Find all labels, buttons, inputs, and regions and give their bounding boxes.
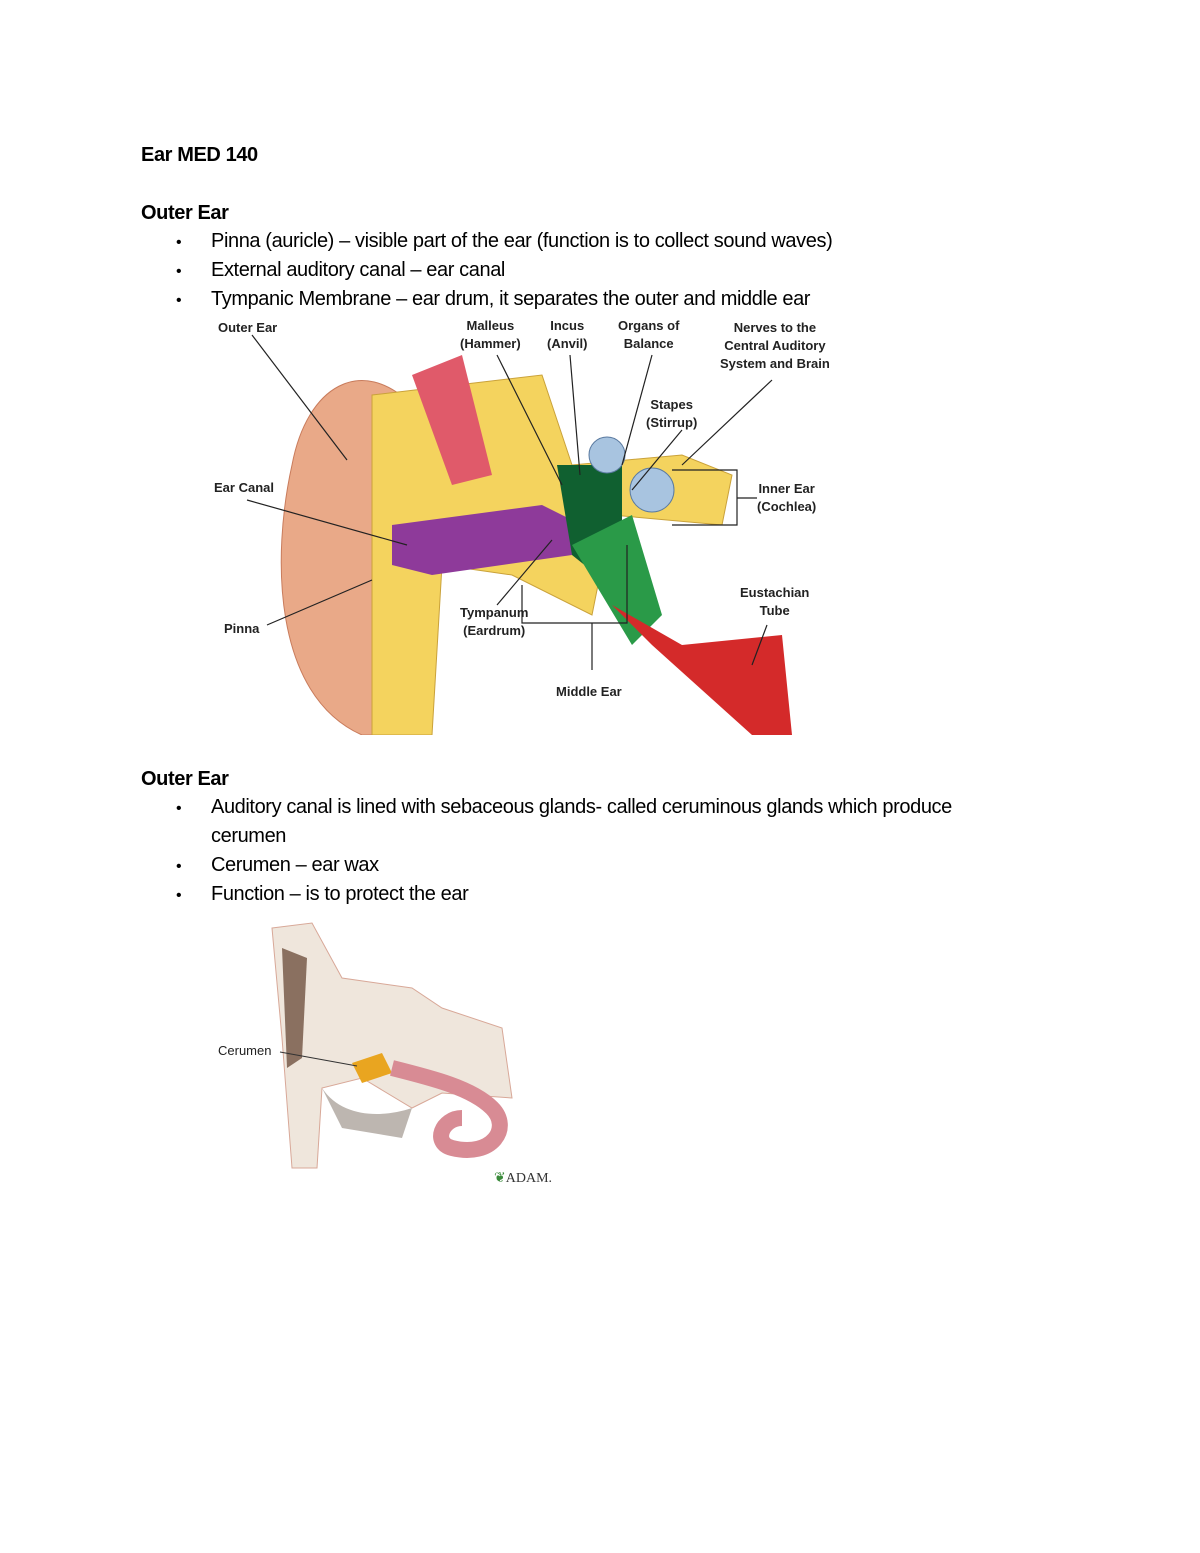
bullet-text-continued: cerumen bbox=[211, 825, 287, 847]
label-tympanum: Tympanum (Eardrum) bbox=[460, 604, 528, 640]
label-stapes: Stapes (Stirrup) bbox=[646, 396, 697, 432]
label-line: Eustachian bbox=[740, 585, 810, 600]
bullet-icon: • bbox=[176, 858, 182, 875]
document-title: Ear MED 140 bbox=[141, 144, 258, 166]
label-line: Central Auditory bbox=[724, 338, 826, 353]
label-incus: Incus (Anvil) bbox=[547, 317, 587, 353]
label-line: Stapes bbox=[650, 397, 693, 412]
section-heading: Outer Ear bbox=[141, 768, 229, 790]
label-outer-ear: Outer Ear bbox=[218, 320, 278, 335]
label-line: System and Brain bbox=[720, 356, 830, 371]
label-line: Nerves to the bbox=[733, 320, 817, 335]
ear-illustration bbox=[246, 334, 792, 735]
label-line: (Stirrup) bbox=[646, 415, 698, 430]
bullet-icon: • bbox=[176, 292, 182, 309]
label-line: Tympanum bbox=[460, 605, 529, 620]
bullet-text: External auditory canal – ear canal bbox=[211, 259, 505, 281]
label-line: Organs of bbox=[618, 318, 680, 333]
label-ear-canal: Ear Canal bbox=[214, 480, 274, 495]
label-line: (Hammer) bbox=[460, 336, 521, 351]
label-line: Tube bbox=[759, 603, 790, 618]
label-malleus: Malleus (Hammer) bbox=[460, 317, 521, 353]
bullet-icon: • bbox=[176, 887, 182, 904]
label-line: Incus bbox=[550, 318, 585, 333]
label-cerumen: Cerumen bbox=[218, 1043, 272, 1058]
label-pinna: Pinna bbox=[224, 621, 260, 636]
cerumen-diagram: Cerumen ❦ADAM. bbox=[212, 918, 572, 1193]
label-line: Balance bbox=[623, 336, 674, 351]
section-heading: Outer Ear bbox=[141, 202, 229, 224]
label-line: Inner Ear bbox=[758, 481, 815, 496]
bullet-text: Auditory canal is lined with sebaceous g… bbox=[211, 796, 952, 818]
label-inner-ear: Inner Ear (Cochlea) bbox=[757, 480, 816, 516]
label-line: (Eardrum) bbox=[463, 623, 526, 638]
bullet-icon: • bbox=[176, 234, 182, 251]
bullet-text: Function – is to protect the ear bbox=[211, 883, 469, 905]
leaf-icon: ❦ bbox=[494, 1171, 506, 1186]
bullet-text: Pinna (auricle) – visible part of the ea… bbox=[211, 230, 833, 252]
label-line: Malleus bbox=[466, 318, 515, 333]
label-middle-ear: Middle Ear bbox=[556, 684, 622, 699]
cerumen-illustration bbox=[271, 922, 513, 1169]
bullet-icon: • bbox=[176, 263, 182, 280]
bullet-text: Cerumen – ear wax bbox=[211, 854, 379, 876]
label-line: (Anvil) bbox=[547, 336, 588, 351]
label-organs-of-balance: Organs of Balance bbox=[618, 317, 679, 353]
ear-anatomy-diagram: Outer Ear Malleus (Hammer) Incus (Anvil) O… bbox=[212, 315, 842, 735]
credit-text: ADAM. bbox=[505, 1171, 553, 1186]
bullet-text: Tympanic Membrane – ear drum, it separat… bbox=[211, 288, 811, 310]
adam-logo: ❦ADAM. bbox=[494, 1170, 552, 1188]
label-line: (Cochlea) bbox=[757, 499, 817, 514]
bullet-icon: • bbox=[176, 800, 182, 817]
